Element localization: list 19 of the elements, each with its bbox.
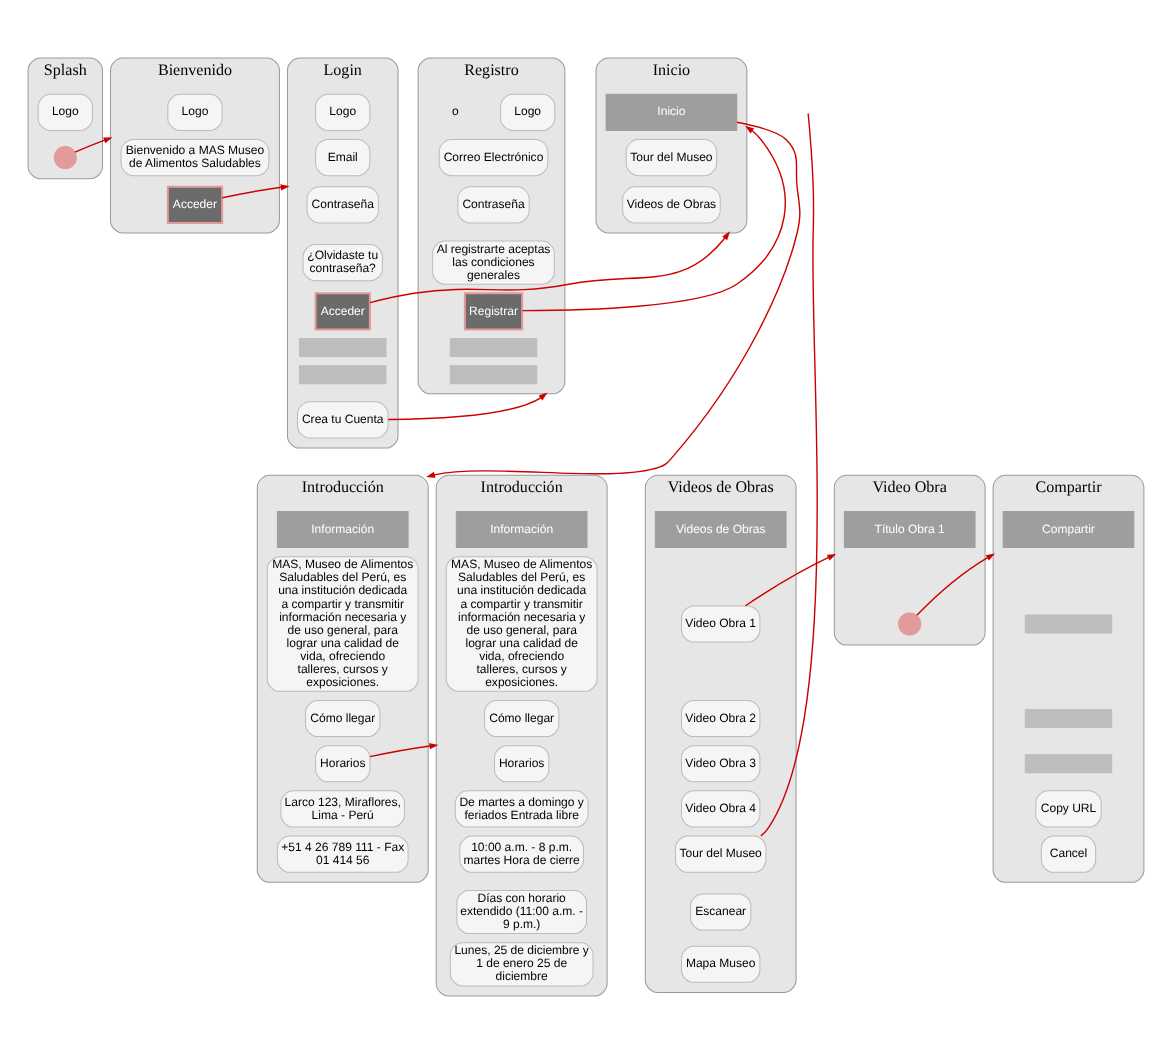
connector [760, 112, 818, 837]
arrow [369, 231, 731, 304]
arrow [387, 392, 548, 421]
node-box [1024, 708, 1113, 729]
arrow [521, 125, 786, 312]
node-box [1024, 614, 1113, 634]
node-box [449, 365, 538, 385]
node-box [299, 338, 387, 358]
arrow [221, 184, 290, 199]
arrow [916, 553, 995, 617]
arrow [744, 553, 837, 607]
arrow [426, 121, 801, 478]
arrow [369, 743, 439, 758]
node-circle [53, 146, 77, 170]
node-box [449, 338, 538, 358]
arrow [74, 137, 113, 153]
node-box [299, 365, 387, 385]
node-circle [898, 612, 922, 636]
node-box [1024, 754, 1113, 774]
